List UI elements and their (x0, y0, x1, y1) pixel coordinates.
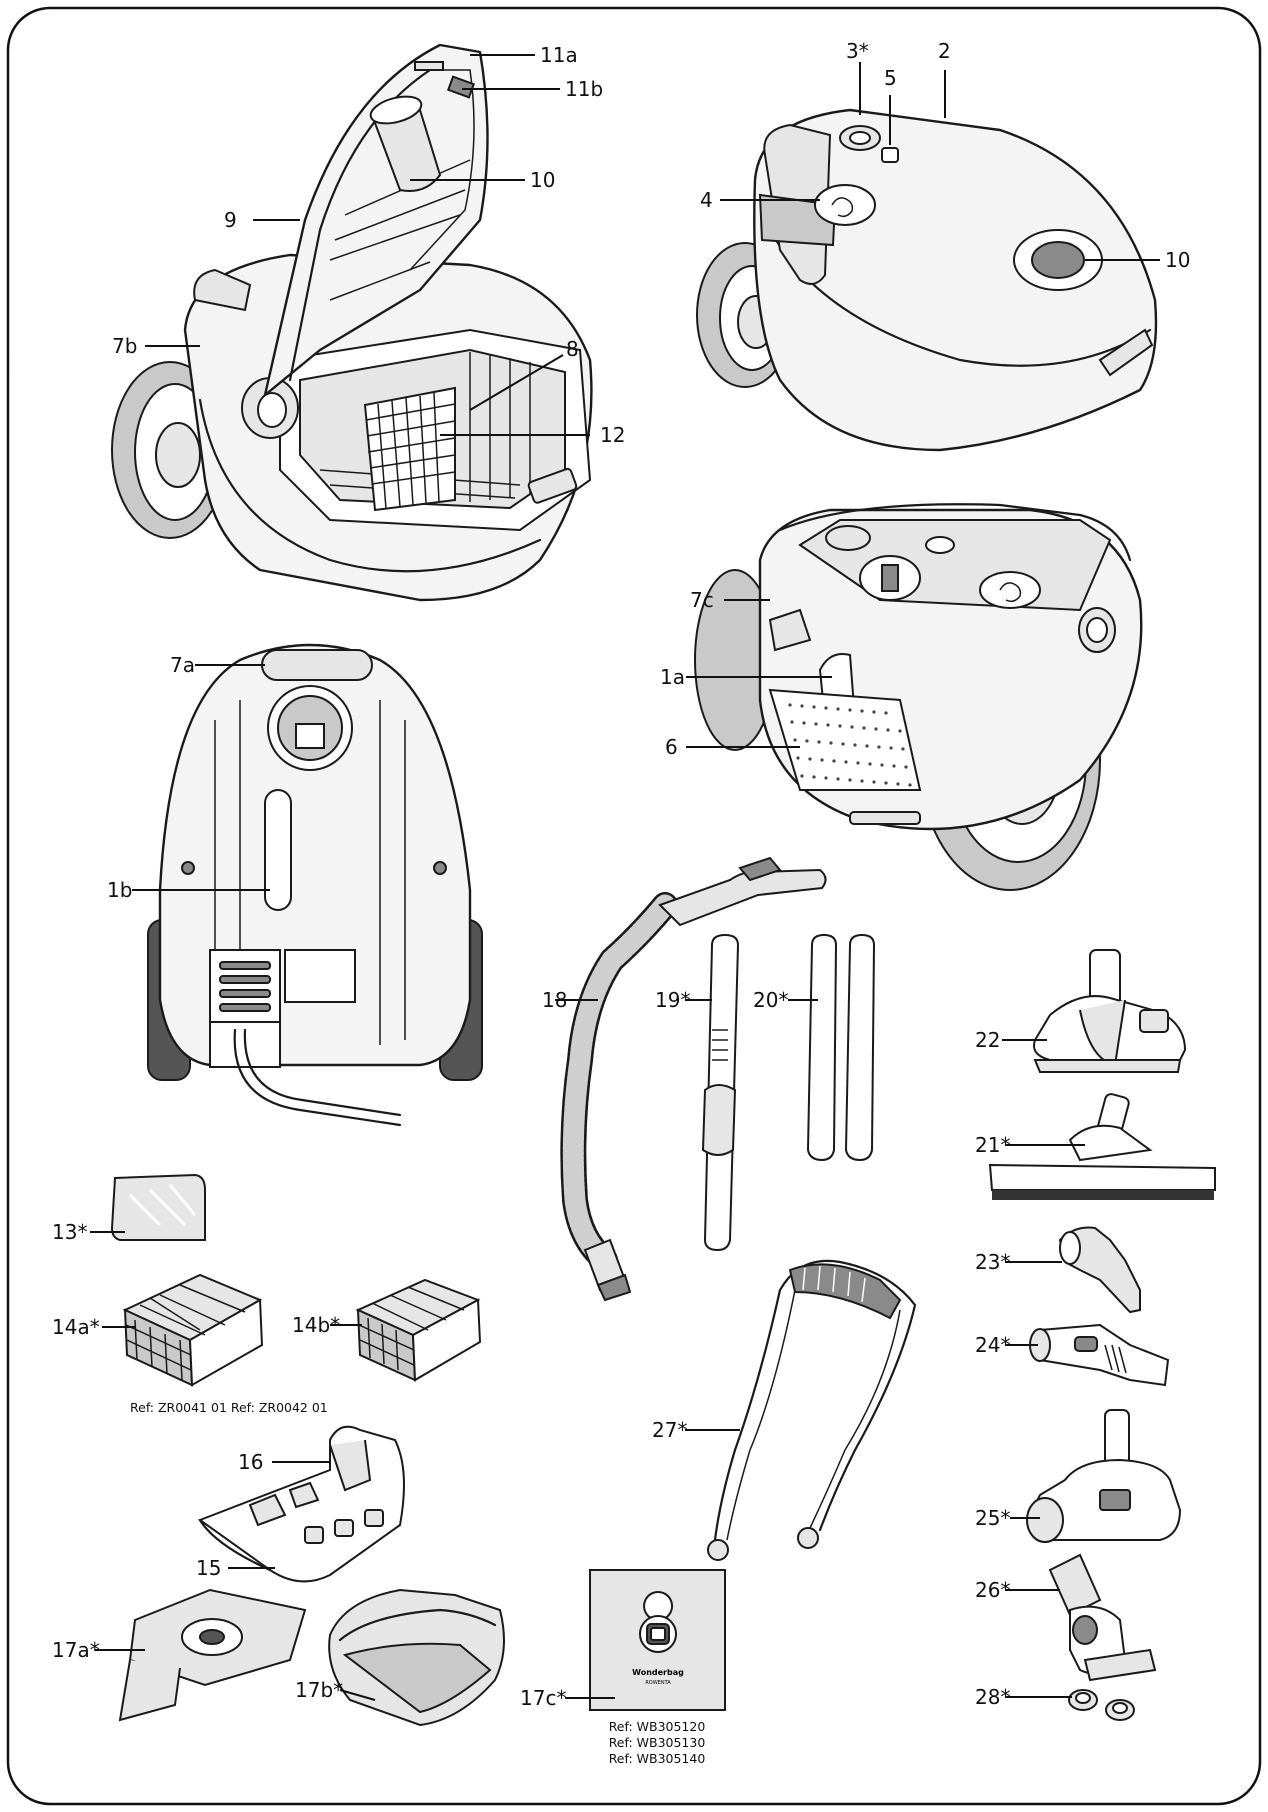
part-24-brush-nozzle (1029, 1323, 1170, 1387)
cord-rewind-button (814, 184, 876, 226)
label-17c: 17c* (520, 1686, 566, 1710)
vacuum-open-lid-view (111, 43, 593, 602)
vacuum-front-view (694, 503, 1143, 891)
callout-labels: 11a 11b 10 9 7b 8 12 3* 5 2 4 10 7c 1a 6… (52, 39, 1190, 1710)
part-19-telescopic-tube (701, 933, 740, 1252)
bag-ref-3: Ref: WB305140 (609, 1751, 706, 1766)
label-25: 25* (975, 1506, 1010, 1530)
label-9: 9 (224, 208, 237, 232)
accessory-slot (264, 789, 292, 911)
label-4: 4 (700, 188, 713, 212)
label-17a: 17a* (52, 1638, 100, 1662)
label-3: 3* (846, 39, 869, 63)
page-frame (6, 6, 1262, 1806)
label-7b: 7b (112, 334, 137, 358)
label-10-lid: 10 (530, 168, 555, 192)
label-27: 27* (652, 1418, 687, 1442)
label-1a: 1a (660, 665, 685, 689)
label-7c: 7c (690, 588, 714, 612)
label-12: 12 (600, 423, 625, 447)
part-18-hose (560, 856, 827, 1302)
rear-handle-slot (261, 649, 373, 681)
label-15: 15 (196, 1556, 221, 1580)
label-7a: 7a (170, 653, 195, 677)
bag-full-indicator (881, 147, 899, 163)
label-5: 5 (884, 66, 897, 90)
label-11b: 11b (565, 77, 603, 101)
label-14b: 14b* (292, 1313, 340, 1337)
label-13: 13* (52, 1220, 87, 1244)
label-14a: 14a* (52, 1315, 100, 1339)
vacuum-lid-open (263, 43, 489, 397)
label-17b: 17b* (295, 1678, 343, 1702)
part-15-16-bag-holder (197, 1425, 405, 1583)
bag-brand-subtext: ROWENTA (645, 1680, 671, 1686)
part-14b-filter (355, 1278, 482, 1382)
bag-ref-1: Ref: WB305120 (609, 1719, 706, 1734)
leader-lines (90, 54, 1160, 1701)
label-10-exhaust: 10 (1165, 248, 1190, 272)
label-22: 22 (975, 1028, 1000, 1052)
part-25-turbo-brush (1026, 1409, 1182, 1543)
part-21-parquet-nozzle (988, 1093, 1216, 1200)
rating-plate (284, 949, 356, 1003)
part-17c-wonderbag: Wonderbag ROWENTA (589, 1569, 726, 1711)
reference-codes: Ref: ZR0041 01 Ref: ZR0042 01 Ref: WB305… (130, 1400, 705, 1766)
vacuum-underside-view (147, 643, 483, 1127)
vacuum-closed-top-view (696, 108, 1158, 452)
label-6: 6 (665, 735, 678, 759)
part-22-floor-nozzle (1033, 949, 1187, 1073)
label-21: 21* (975, 1133, 1010, 1157)
part-26-mini-turbo-brush (1048, 1553, 1157, 1682)
label-23: 23* (975, 1250, 1010, 1274)
label-1b: 1b (107, 878, 132, 902)
part-28-adapters (1068, 1689, 1135, 1721)
label-28: 28* (975, 1685, 1010, 1709)
part-13-film (110, 1173, 206, 1241)
bag-brand-text: Wonderbag (632, 1668, 684, 1677)
label-24: 24* (975, 1333, 1010, 1357)
label-11a: 11a (540, 43, 578, 67)
part-27-shoulder-strap (707, 1259, 917, 1561)
label-20: 20* (753, 988, 788, 1012)
label-18: 18 (542, 988, 567, 1012)
label-26: 26* (975, 1578, 1010, 1602)
filter-refs: Ref: ZR0041 01 Ref: ZR0042 01 (130, 1400, 328, 1415)
part-20-tubes (806, 933, 876, 1162)
part-14a-filter (122, 1273, 264, 1387)
part-17a-paper-bag (118, 1588, 307, 1722)
part-23-crevice-nozzle (1058, 1226, 1141, 1314)
label-19: 19* (655, 988, 690, 1012)
label-16: 16 (238, 1450, 263, 1474)
part-17b-cloth-bag (328, 1588, 505, 1727)
label-2: 2 (938, 39, 951, 63)
label-8: 8 (566, 337, 579, 361)
bag-ref-2: Ref: WB305130 (609, 1735, 706, 1750)
